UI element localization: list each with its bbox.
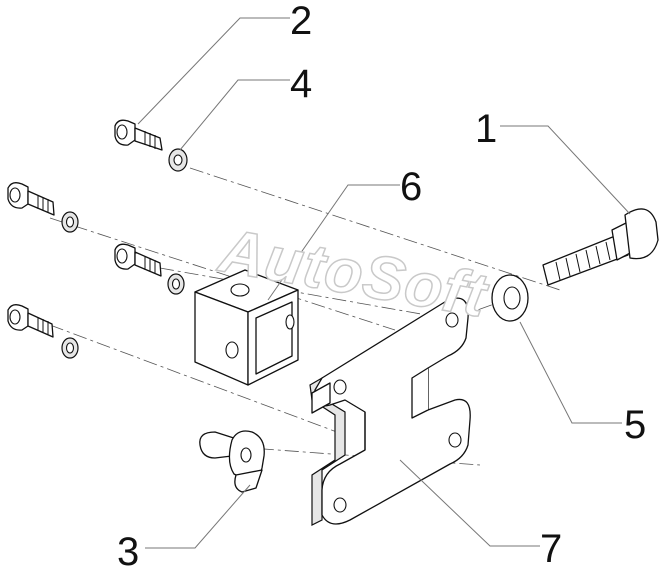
tube-hole-side <box>285 314 295 330</box>
carriage-bolt <box>542 208 659 286</box>
small-washer-middle <box>167 273 185 295</box>
axis-upper-bolt <box>189 167 561 291</box>
socket-screw-middle <box>114 243 162 277</box>
callout-3: 3 <box>117 530 139 574</box>
socket-screw-upper <box>114 119 163 151</box>
callout-5: 5 <box>624 403 646 447</box>
leader-7 <box>399 459 540 547</box>
mounting-plate <box>309 297 471 526</box>
axis-left-bolt-1 <box>49 217 396 331</box>
square-tube <box>194 269 299 386</box>
callout-6: 6 <box>400 165 422 209</box>
callout-2: 2 <box>290 0 312 43</box>
leader-3 <box>145 484 251 549</box>
socket-screw-left-1 <box>7 182 55 216</box>
leader-5 <box>519 321 622 424</box>
leader-4 <box>179 79 290 151</box>
leader-2 <box>137 17 290 125</box>
callout-7: 7 <box>540 527 562 571</box>
callout-numbers: 2 4 1 6 5 3 7 <box>117 0 646 574</box>
assembly-axes <box>49 167 561 466</box>
socket-screw-left-2 <box>7 304 54 338</box>
tube-hole-top <box>230 283 250 297</box>
large-washer <box>491 274 529 322</box>
leader-1 <box>500 125 631 215</box>
tube-hole-front <box>225 341 239 359</box>
axis-left-bolt-2 <box>49 324 346 436</box>
small-washer-left-2 <box>61 337 79 359</box>
small-washer-upper <box>168 148 188 172</box>
socket-screws <box>7 119 163 338</box>
leader-6 <box>267 184 400 301</box>
plate-hole-bottom-right <box>448 432 462 448</box>
wing-nut <box>199 430 265 493</box>
plate-hole-top-left <box>333 379 347 395</box>
leader-lines <box>137 17 631 549</box>
plate-hole-top-right <box>445 312 459 328</box>
callout-4: 4 <box>290 62 312 106</box>
plate-hole-bottom-left <box>333 497 347 513</box>
small-washer-left-1 <box>61 211 79 233</box>
small-washers <box>61 148 188 359</box>
callout-1: 1 <box>475 107 497 151</box>
